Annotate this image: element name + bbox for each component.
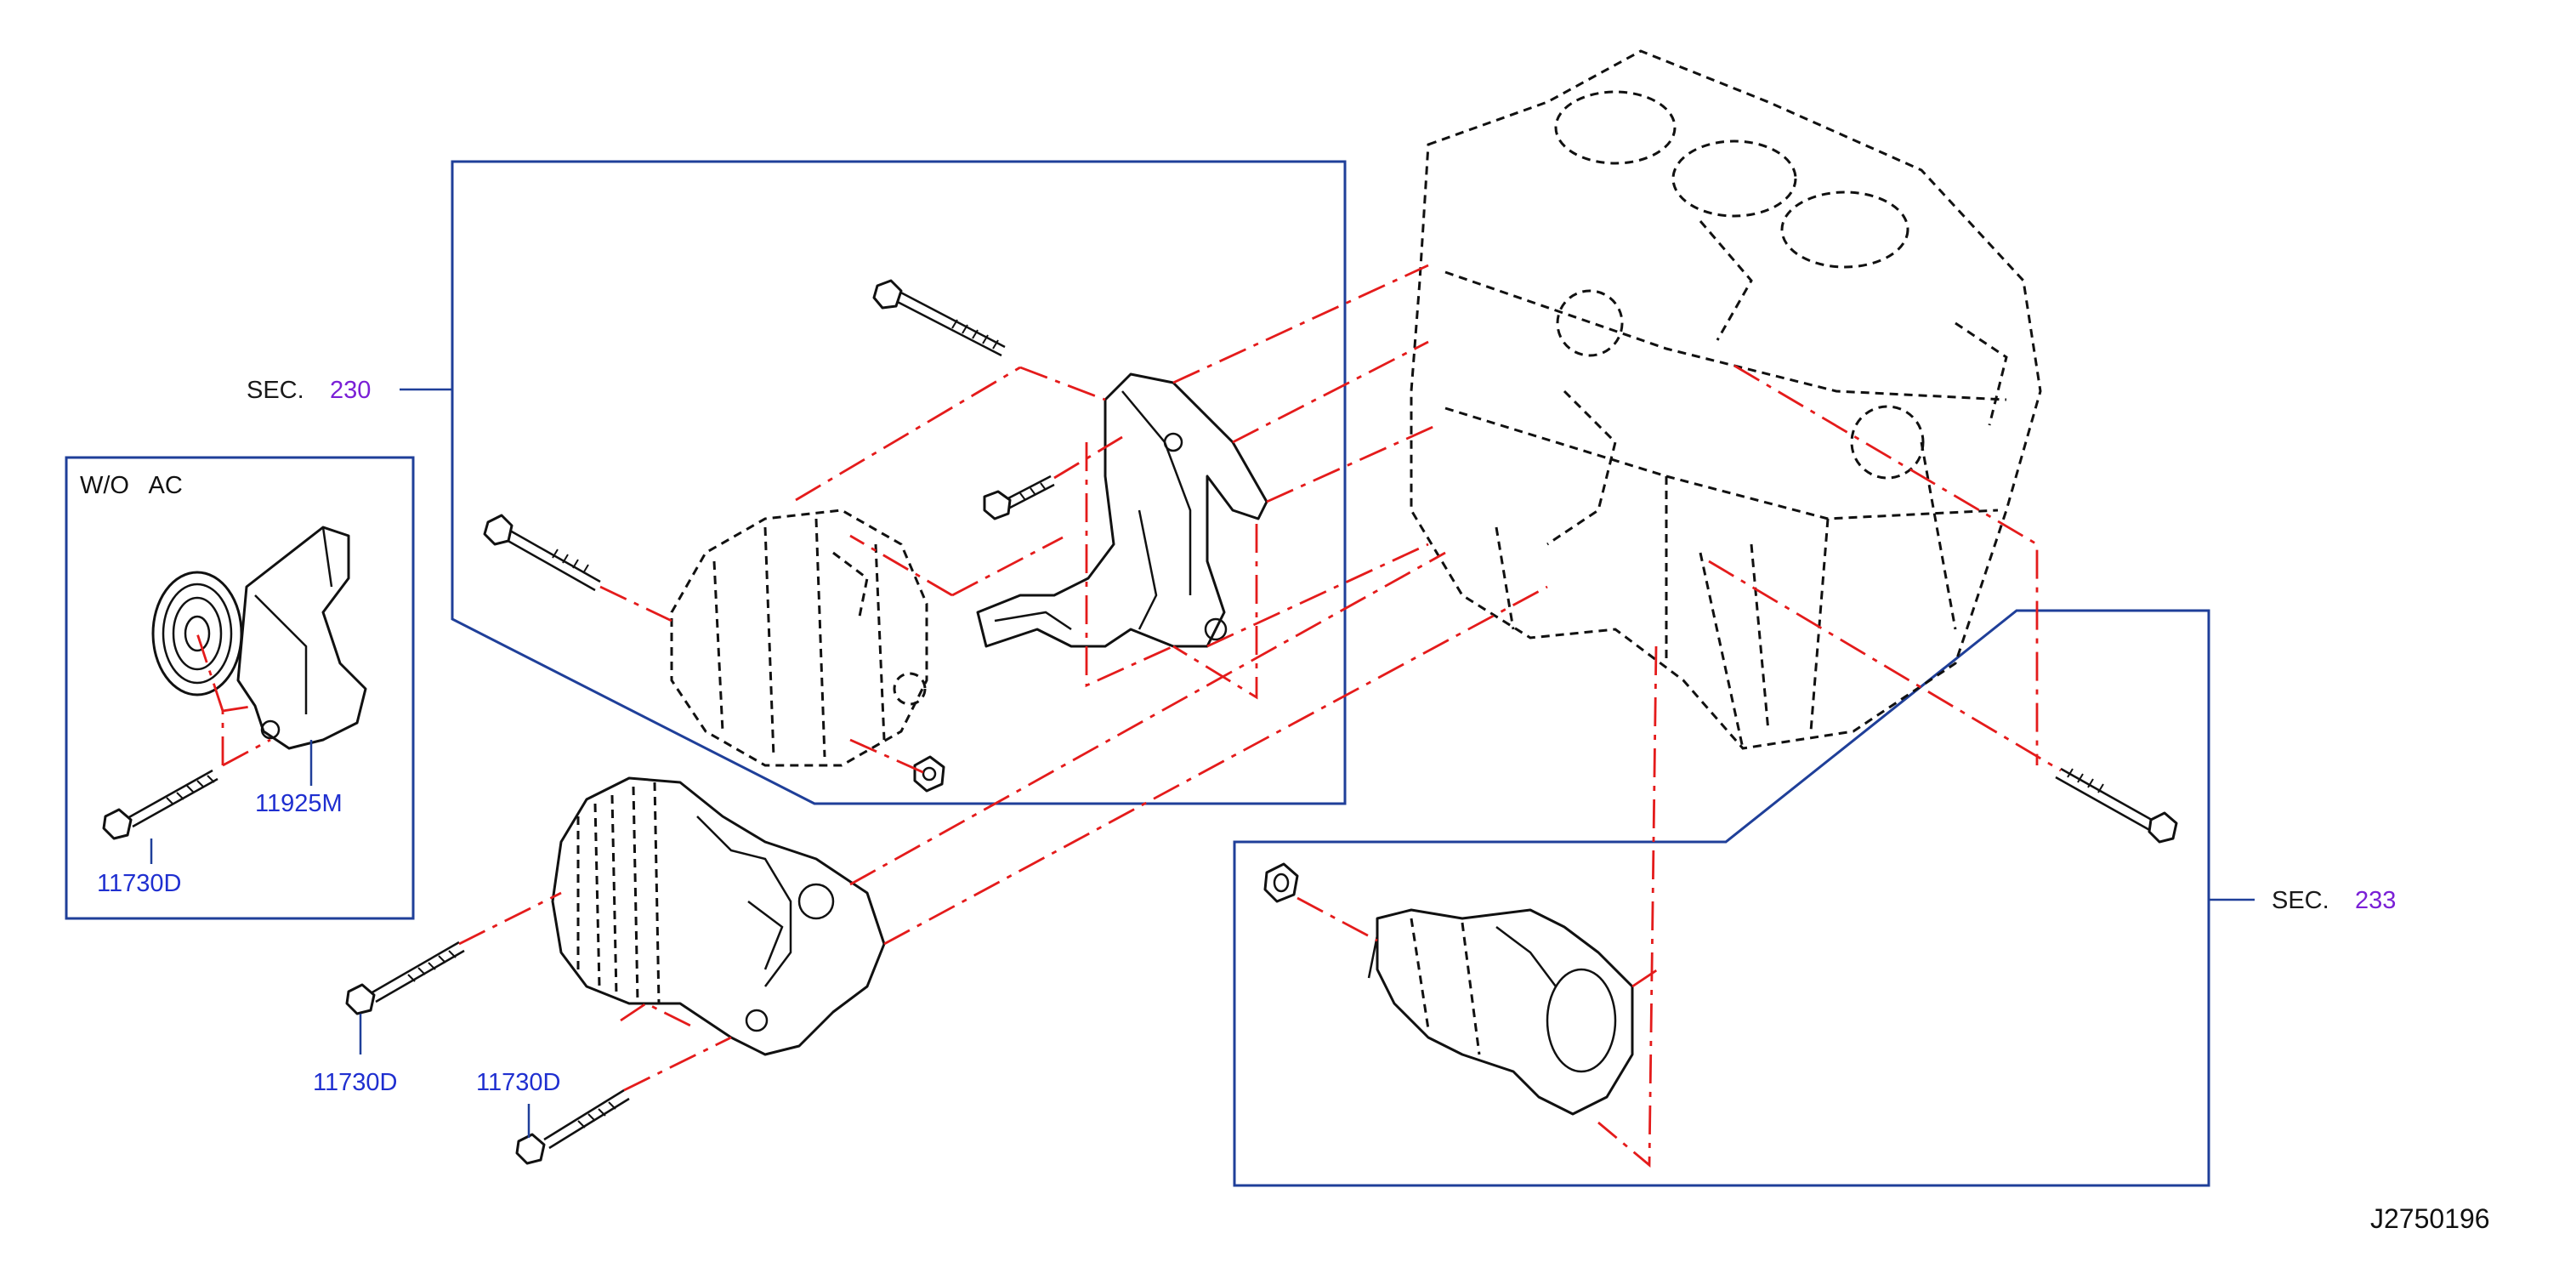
wo-ac-note: W/O AC bbox=[80, 472, 183, 499]
alternator-icon bbox=[670, 509, 928, 767]
bolt-icon bbox=[2055, 767, 2178, 844]
bolt-icon bbox=[102, 769, 218, 840]
nut-icon bbox=[1263, 862, 1299, 903]
part-11730d-bottom-label[interactable]: 11730D bbox=[476, 1069, 560, 1096]
engine-block-icon bbox=[1410, 49, 2042, 750]
bolt-icon bbox=[483, 514, 601, 592]
bracket-icon bbox=[976, 372, 1268, 648]
part-11730d-inset-label[interactable]: 11730D bbox=[97, 870, 181, 897]
bolt-icon bbox=[872, 279, 1006, 357]
sec-230-number[interactable]: 230 bbox=[330, 377, 371, 404]
wo-ac-inset-frame bbox=[65, 456, 415, 920]
starter-motor-icon bbox=[1367, 908, 1634, 1116]
part-11730d-left-label[interactable]: 11730D bbox=[313, 1069, 397, 1096]
compressor-icon bbox=[551, 776, 886, 1056]
bolt-icon bbox=[515, 1089, 630, 1165]
drawing-reference: J2750196 bbox=[2370, 1203, 2490, 1234]
sec-230-frame bbox=[451, 160, 1347, 805]
assembly-guide-lines bbox=[196, 264, 2062, 1168]
idler-pulley-icon bbox=[151, 526, 367, 750]
sec-233-number[interactable]: 233 bbox=[2355, 887, 2396, 914]
bolt-icon bbox=[983, 475, 1055, 520]
part-11925m-label[interactable]: 11925M bbox=[255, 790, 343, 817]
sec-230-prefix: SEC. bbox=[247, 377, 304, 404]
sec-233-frame bbox=[1233, 609, 2210, 1187]
nut-icon bbox=[913, 755, 945, 793]
sec-233-prefix: SEC. bbox=[2272, 887, 2329, 914]
bolt-icon bbox=[345, 941, 465, 1015]
